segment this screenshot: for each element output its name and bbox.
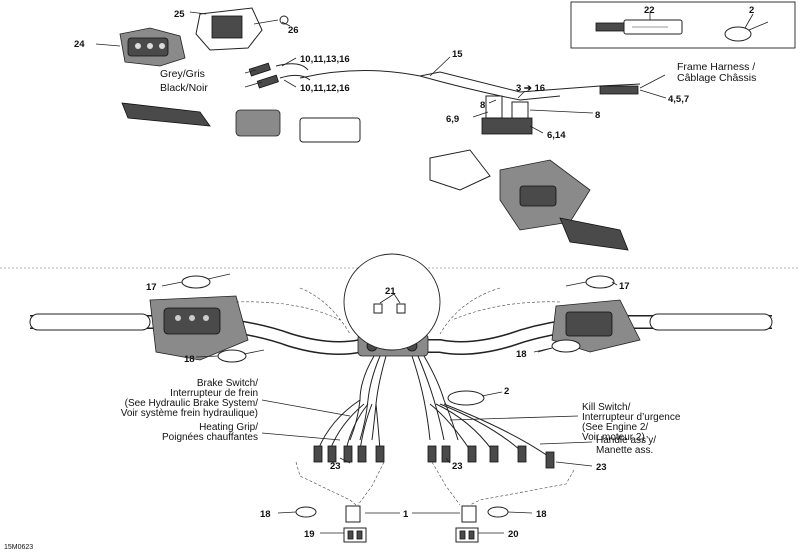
wire-connectors-upper	[248, 62, 311, 89]
callout-4-5-7: 4,5,7	[668, 94, 689, 105]
label-black-noir: Black/Noir	[160, 82, 208, 94]
callout-26: 26	[288, 25, 299, 36]
callout-8-b: 8	[595, 110, 600, 121]
callout-15: 15	[452, 49, 463, 60]
callout-3-to-16: 3 ➔ 16	[516, 83, 545, 94]
connector-parts-bottom	[295, 505, 509, 543]
callout-2-inset: 2	[749, 5, 754, 16]
callout-17-left: 17	[146, 282, 157, 293]
tie-strap-part-2	[447, 390, 485, 406]
callout-24: 24	[74, 39, 85, 50]
callout-19: 19	[304, 529, 315, 540]
callout-20: 20	[508, 529, 519, 540]
callout-2-mid: 2	[504, 386, 509, 397]
label-handle-assy-2: Manette ass.	[596, 445, 653, 456]
label-kill-switch-3: (See Engine 2/	[582, 422, 648, 433]
label-heating-grip-2: Poignées chauffantes	[162, 432, 258, 443]
label-frame-harness-1: Frame Harness /	[677, 61, 755, 73]
callout-17-right: 17	[619, 281, 630, 292]
callout-1: 1	[403, 509, 409, 520]
tie-strap-part-2-inset	[724, 13, 769, 42]
label-kill-switch-2: Interrupteur d’urgence	[582, 412, 681, 423]
label-brake-switch-4: Voir système frein hydraulique)	[121, 408, 258, 419]
callout-22: 22	[644, 5, 655, 16]
switch-housing-upper	[119, 7, 289, 67]
wire-harness-left	[295, 355, 387, 506]
label-brake-switch-1: Brake Switch/	[197, 378, 258, 389]
wire-harness-right	[411, 355, 575, 506]
label-frame-harness-2: Câblage Châssis	[677, 72, 756, 84]
callout-18-right: 18	[516, 349, 527, 360]
callout-23-left: 23	[330, 461, 341, 472]
callout-10-11-12-16: 10,11,12,16	[300, 83, 350, 94]
grease-tube-part-22	[595, 12, 683, 35]
callout-18-left: 18	[184, 354, 195, 365]
detail-circle-part-21	[343, 253, 441, 351]
callout-6-9: 6,9	[446, 114, 459, 125]
handlebar-assembly-top	[117, 70, 641, 251]
figure-code: 15M0623	[4, 544, 33, 551]
callout-21: 21	[385, 286, 396, 297]
label-kill-switch-4: Voir moteur 2)	[582, 432, 645, 443]
label-brake-switch-2: Interrupteur de frein	[170, 388, 258, 399]
label-kill-switch-1: Kill Switch/	[582, 402, 631, 413]
tie-straps	[181, 273, 615, 363]
callout-8-a: 8	[480, 100, 485, 111]
callout-10-11-13-16: 10,11,13,16	[300, 54, 350, 65]
callout-23-mid: 23	[452, 461, 463, 472]
label-brake-switch-3: (See Hydraulic Brake System/	[125, 398, 259, 409]
label-heating-grip-1: Heating Grip/	[199, 422, 258, 433]
callout-23-right: 23	[596, 462, 607, 473]
callout-18-bottom-right: 18	[536, 509, 547, 520]
label-handle-assy-1: Handle ass’y/	[596, 435, 656, 446]
callout-18-bottom-left: 18	[260, 509, 271, 520]
callout-6-14: 6,14	[547, 130, 566, 141]
label-grey-gris: Grey/Gris	[160, 68, 205, 80]
callout-25: 25	[174, 9, 185, 20]
